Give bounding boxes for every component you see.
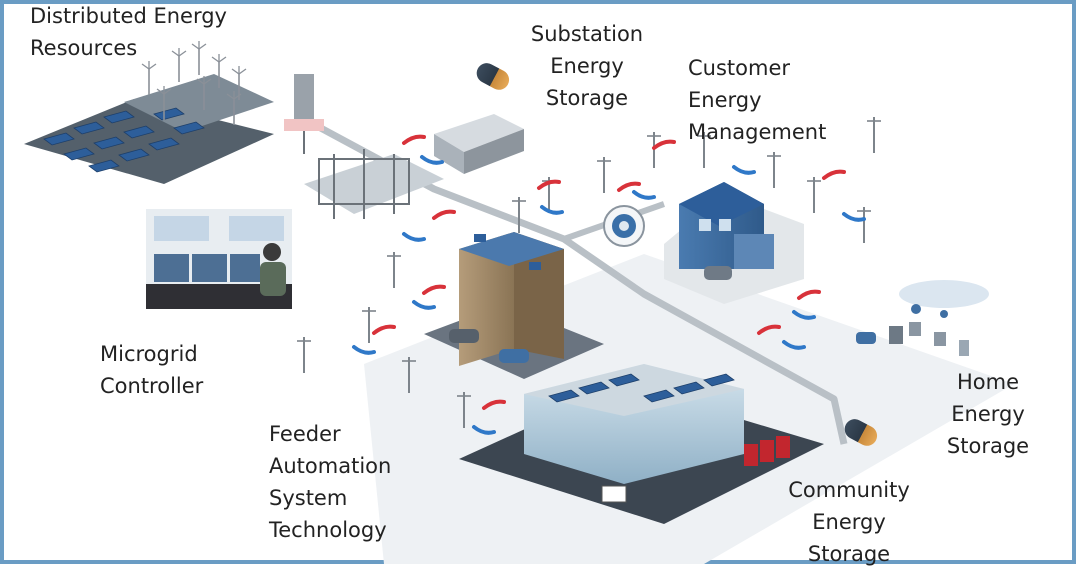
label-home-energy-storage: Home Energy Storage xyxy=(946,370,1030,458)
industrial-building xyxy=(459,364,824,524)
office-building xyxy=(424,232,604,379)
label-substation-energy-storage: Substation Energy Storage xyxy=(530,22,644,110)
control-room xyxy=(146,209,292,309)
label-customer-energy-management: Customer Energy Management xyxy=(688,56,827,144)
substation-storage-container xyxy=(434,114,524,174)
smart-meter-icon xyxy=(603,205,645,247)
microgrid-scene xyxy=(24,40,1014,564)
battery-icon xyxy=(476,63,510,90)
solar-farm xyxy=(24,74,274,184)
customer-house xyxy=(664,182,804,304)
label-microgrid-controller: Microgrid Controller xyxy=(100,342,204,398)
battery-icon xyxy=(844,419,878,446)
substation xyxy=(284,74,444,219)
label-feeder-automation-system-technology: Feeder Automation System Technology xyxy=(269,422,392,542)
label-community-energy-storage: Community Energy Storage xyxy=(788,478,910,566)
label-distributed-energy-resources: Distributed Energy Resources xyxy=(30,4,227,60)
utility-pole-icon xyxy=(296,336,312,374)
home-storage-cluster xyxy=(856,280,989,356)
utility-pole-icon xyxy=(866,116,882,154)
